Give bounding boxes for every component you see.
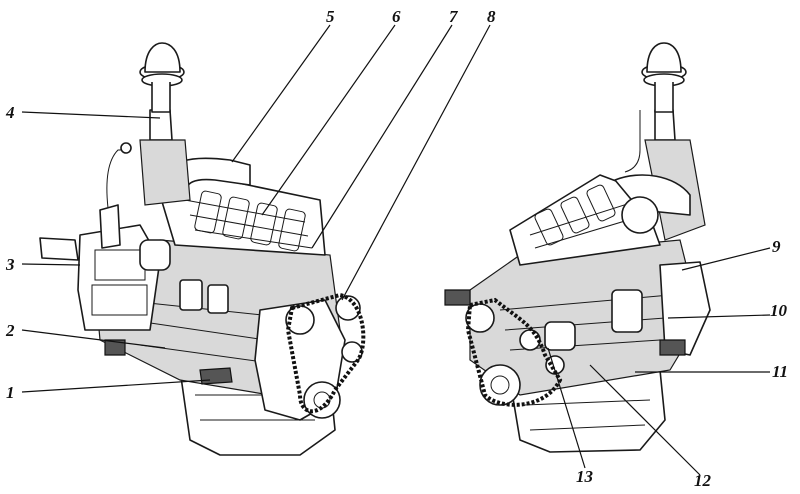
leader-3 — [21, 263, 81, 266]
leader-12 — [589, 364, 701, 476]
leader-7 — [311, 24, 453, 249]
callout-12: 12 — [694, 471, 712, 490]
leader-lines — [21, 24, 771, 476]
callout-7: 7 — [449, 7, 459, 26]
leader-10 — [667, 314, 771, 319]
leader-8 — [341, 24, 491, 301]
leader-13 — [547, 347, 586, 469]
leader-2 — [21, 329, 166, 349]
leader-9 — [681, 247, 771, 271]
callout-1: 1 — [6, 383, 15, 402]
callout-13: 13 — [576, 467, 594, 486]
callout-6: 6 — [392, 7, 401, 26]
callout-3: 3 — [5, 255, 15, 274]
callout-5: 5 — [326, 7, 335, 26]
leader-5 — [231, 24, 331, 163]
callout-labels: 1 2 3 4 5 6 7 8 9 10 11 12 13 — [5, 7, 788, 490]
engine-right-view — [444, 42, 711, 453]
callout-4: 4 — [5, 103, 15, 122]
leader-6 — [261, 24, 396, 216]
leader-1 — [21, 379, 211, 393]
callout-10: 10 — [770, 301, 788, 320]
engine-left-view — [39, 42, 366, 456]
leader-4 — [21, 111, 161, 119]
callout-9: 9 — [772, 237, 781, 256]
callout-11: 11 — [772, 362, 788, 381]
callout-2: 2 — [5, 321, 15, 340]
callout-8: 8 — [487, 7, 496, 26]
